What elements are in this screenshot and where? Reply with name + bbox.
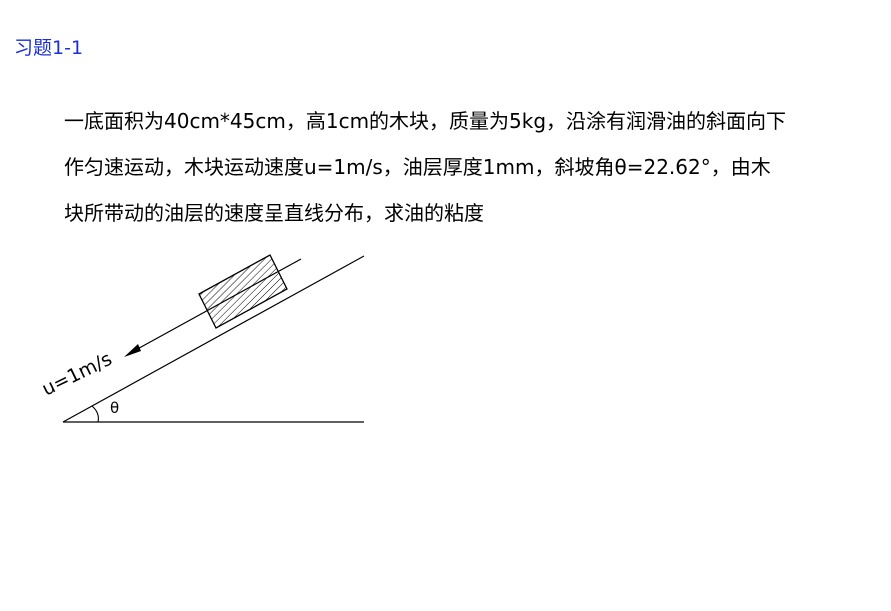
velocity-arrowhead [124,344,141,357]
problem-title: 习题1-1 [14,37,84,59]
angle-arc [91,405,99,423]
velocity-arrow [131,258,302,353]
incline-line [62,255,365,423]
problem-statement: 一底面积为40cm*45cm，高1cm的木块，质量为5kg，沿涂有润滑油的斜面向… [64,98,890,236]
problem-line-3: 块所带动的油层的速度呈直线分布，求油的粘度 [64,201,484,225]
problem-line-2: 作匀速运动，木块运动速度u=1m/s，油层厚度1mm，斜坡角θ=22.62°，由… [64,155,771,179]
angle-label: θ [110,399,119,417]
problem-line-1: 一底面积为40cm*45cm，高1cm的木块，质量为5kg，沿涂有润滑油的斜面向… [64,109,787,133]
velocity-label: u=1m/s [39,348,116,401]
